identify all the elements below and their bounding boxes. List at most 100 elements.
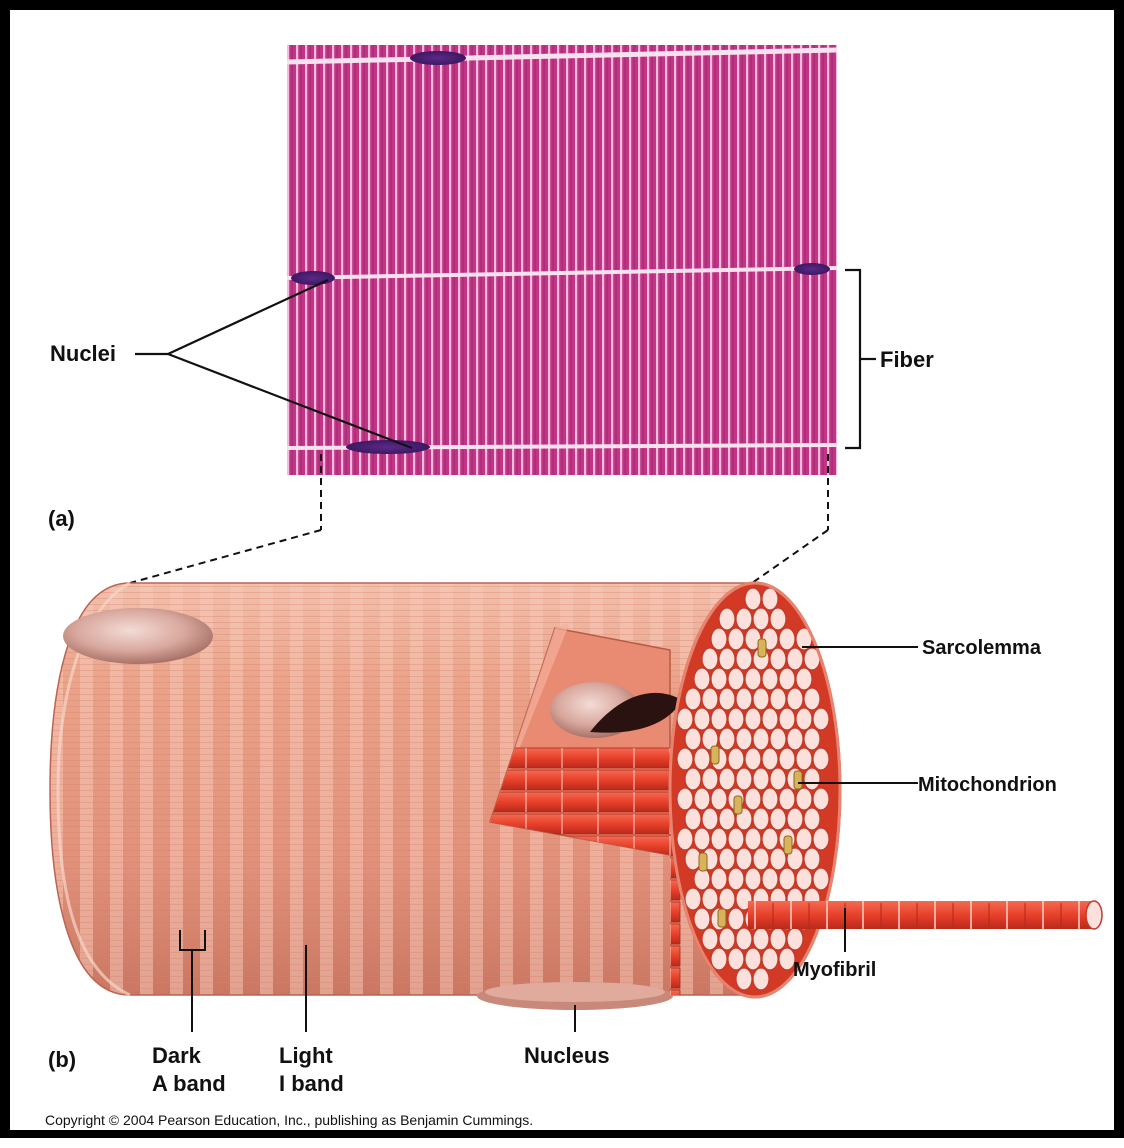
myofibril-end [813,748,829,770]
myofibril-end [813,708,829,730]
myofibril-end [719,808,735,830]
mitochondrion [784,836,792,854]
myofibril-end [728,828,744,850]
myofibril-end [677,828,693,850]
myofibril-end [804,688,820,710]
myofibril-end [796,668,812,690]
myofibril-end [753,608,769,630]
myofibril-end [745,588,761,610]
myofibril-end [753,968,769,990]
myofibril-end [779,668,795,690]
myofibril-end [796,708,812,730]
myofibril-end [728,708,744,730]
myofibril-end [719,648,735,670]
myofibril-end [813,788,829,810]
myofibril-end [787,928,803,950]
myofibril-end [770,728,786,750]
myofibril-end [702,928,718,950]
myofibril-label: Myofibril [793,959,876,981]
myofibril-end [728,668,744,690]
myofibril-end [753,848,769,870]
myofibril-end [711,828,727,850]
myofibril-end [753,688,769,710]
myofibril-end [762,788,778,810]
myofibril-end [694,748,710,770]
myofibril-end [702,688,718,710]
myofibril-end [685,768,701,790]
myofibril-end [719,888,735,910]
myofibril-end [736,768,752,790]
myofibril-end [719,608,735,630]
surface-nucleus [63,608,213,664]
myofibril-end [736,648,752,670]
myofibril-end [779,788,795,810]
myofibril-end [796,828,812,850]
myofibril-end [762,668,778,690]
myofibril-end [719,928,735,950]
myofibril-end [736,928,752,950]
myofibril-end [694,788,710,810]
mitochondrion [718,909,726,927]
myofibril-end [796,748,812,770]
copyright-notice: Copyright © 2004 Pearson Education, Inc.… [45,1112,533,1128]
myofibril-end [677,788,693,810]
myofibril-end [770,808,786,830]
myofibril-end [787,688,803,710]
inner-myofibril [480,770,680,790]
myofibril-end [745,948,761,970]
myofibril-end [685,688,701,710]
myofibril-end [719,728,735,750]
myofibril-end [702,808,718,830]
myofibril-end [762,748,778,770]
part-a-label: (a) [48,506,75,531]
myofibril-end [694,908,710,930]
myofibril-end [804,848,820,870]
myofibril-end [753,728,769,750]
myofibril-end [813,828,829,850]
myofibril-end [770,688,786,710]
myofibril-end [804,768,820,790]
micrograph-nucleus [291,271,335,285]
myofibril-end [736,848,752,870]
mitochondrion [794,771,802,789]
myofibril-end [694,708,710,730]
myofibril-end [762,828,778,850]
myofibril-end [736,688,752,710]
myofibril-end [736,608,752,630]
myofibril-end [711,948,727,970]
myofibril-end [745,708,761,730]
myofibril-end [804,728,820,750]
myofibril-end [711,788,727,810]
myofibril-end [779,868,795,890]
myofibril-end [770,608,786,630]
nucleus-label: Nucleus [524,1043,610,1068]
myofibril-end [685,728,701,750]
fiber-bracket [845,270,876,448]
inner-myofibril [480,792,680,812]
myofibril-end [770,768,786,790]
mitochondrion [711,746,719,764]
surface-nucleus [485,982,665,1002]
myofibril-end [711,668,727,690]
myofibril-end [736,968,752,990]
myofibril-end [762,708,778,730]
myofibril-end [677,748,693,770]
myofibril-end [702,888,718,910]
sarcolemma-label: Sarcolemma [922,637,1042,659]
myofibril-end [787,728,803,750]
micrograph [287,45,837,475]
mitochondrion [734,796,742,814]
myofibril-end [719,848,735,870]
myofibril-end [745,788,761,810]
myofibril-end [728,908,744,930]
myofibril-end [787,648,803,670]
myofibril-end [770,928,786,950]
myofibril-end [685,888,701,910]
myofibril-end [685,808,701,830]
nuclei-label: Nuclei [50,341,116,366]
dark-a-band-label-line2: A band [152,1071,226,1096]
cross-section [670,583,840,997]
muscle-fiber-figure: Nuclei Fiber (a) [10,10,1124,1148]
myofibril-end [745,748,761,770]
myofibril-end [719,688,735,710]
